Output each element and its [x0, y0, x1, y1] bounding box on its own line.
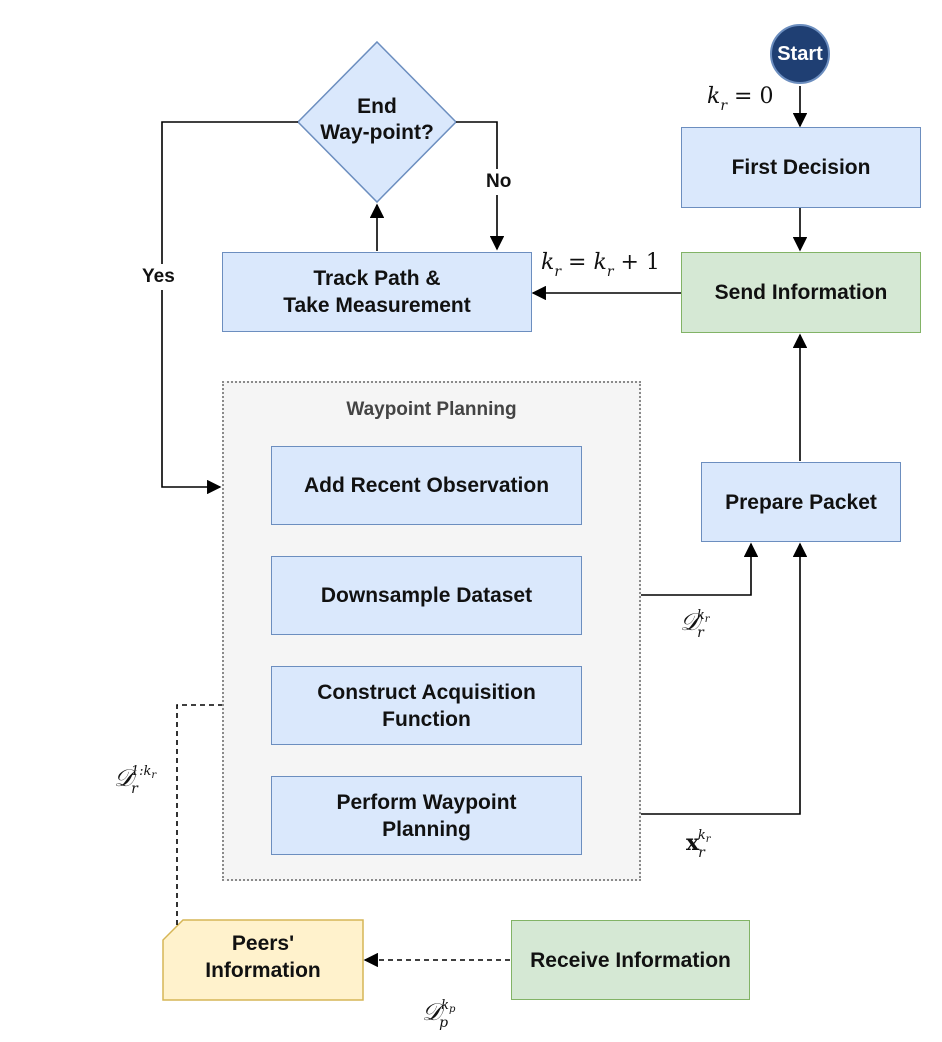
kr-increment-label: kr = kr + 1: [541, 250, 660, 280]
waypoint-planning-title: Waypoint Planning: [346, 399, 517, 420]
send-information-node[interactable]: Send Information: [681, 252, 921, 333]
end-waypoint-label: End Way-point?: [320, 95, 434, 144]
kr-init-label: kr = 0: [707, 84, 774, 114]
yes-label: Yes: [142, 264, 175, 290]
downsample-dataset-node[interactable]: Downsample Dataset: [271, 556, 582, 635]
dataset-peers-label: 𝒟r1:kr: [114, 764, 157, 797]
peers-information-shape[interactable]: [162, 919, 364, 1001]
prepare-packet-node[interactable]: Prepare Packet: [701, 462, 901, 542]
waypoint-vector-label: xrkr: [686, 828, 711, 861]
track-path-node[interactable]: Track Path & Take Measurement: [222, 252, 532, 332]
dataset-received-label: 𝒟pkp: [422, 998, 456, 1031]
edge-end-yes: [161, 121, 298, 495]
receive-information-node[interactable]: Receive Information: [511, 920, 750, 1000]
start-node[interactable]: Start: [770, 24, 830, 84]
edge-end-no: [456, 121, 505, 251]
no-label: No: [486, 169, 512, 195]
perform-waypoint-node[interactable]: Perform Waypoint Planning: [271, 776, 582, 855]
edge-perform-to-prepare: [581, 542, 808, 815]
construct-acquisition-node[interactable]: Construct Acquisition Function: [271, 666, 582, 745]
dataset-downsampled-label: 𝒟rkr: [680, 608, 710, 641]
end-waypoint-diamond[interactable]: [296, 40, 458, 204]
add-recent-observation-node[interactable]: Add Recent Observation: [271, 446, 582, 525]
first-decision-node[interactable]: First Decision: [681, 127, 921, 208]
peers-information-label: Peers' Information: [205, 932, 321, 982]
